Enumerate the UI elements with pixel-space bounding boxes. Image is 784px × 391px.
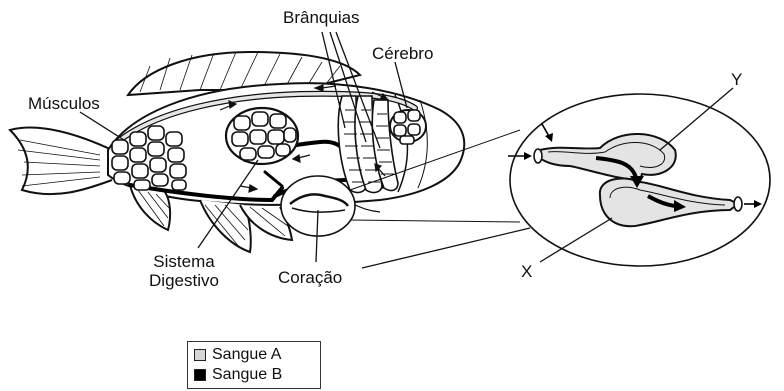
legend-swatch-dark [194,369,206,381]
label-cerebro: Cérebro [372,44,433,63]
label-sistema-digestivo: Sistema Digestivo [138,252,230,290]
legend-item-sangue-b: Sangue B [194,365,320,385]
legend-swatch-light [194,349,206,361]
heart-circle [281,176,355,236]
label-branquias: Brânquias [283,8,360,27]
digestive-capillaries [226,108,298,164]
label-coracao: Coração [278,268,342,287]
legend-label: Sangue A [212,346,281,364]
legend-item-sangue-a: Sangue A [194,345,320,365]
legend-label: Sangue B [212,366,282,384]
label-y: Y [731,70,742,89]
label-musculos: Músculos [28,94,100,113]
legend: Sangue A Sangue B [187,341,321,389]
label-sistema: Sistema [138,252,230,271]
label-x: X [521,262,532,281]
label-digestivo: Digestivo [138,271,230,290]
